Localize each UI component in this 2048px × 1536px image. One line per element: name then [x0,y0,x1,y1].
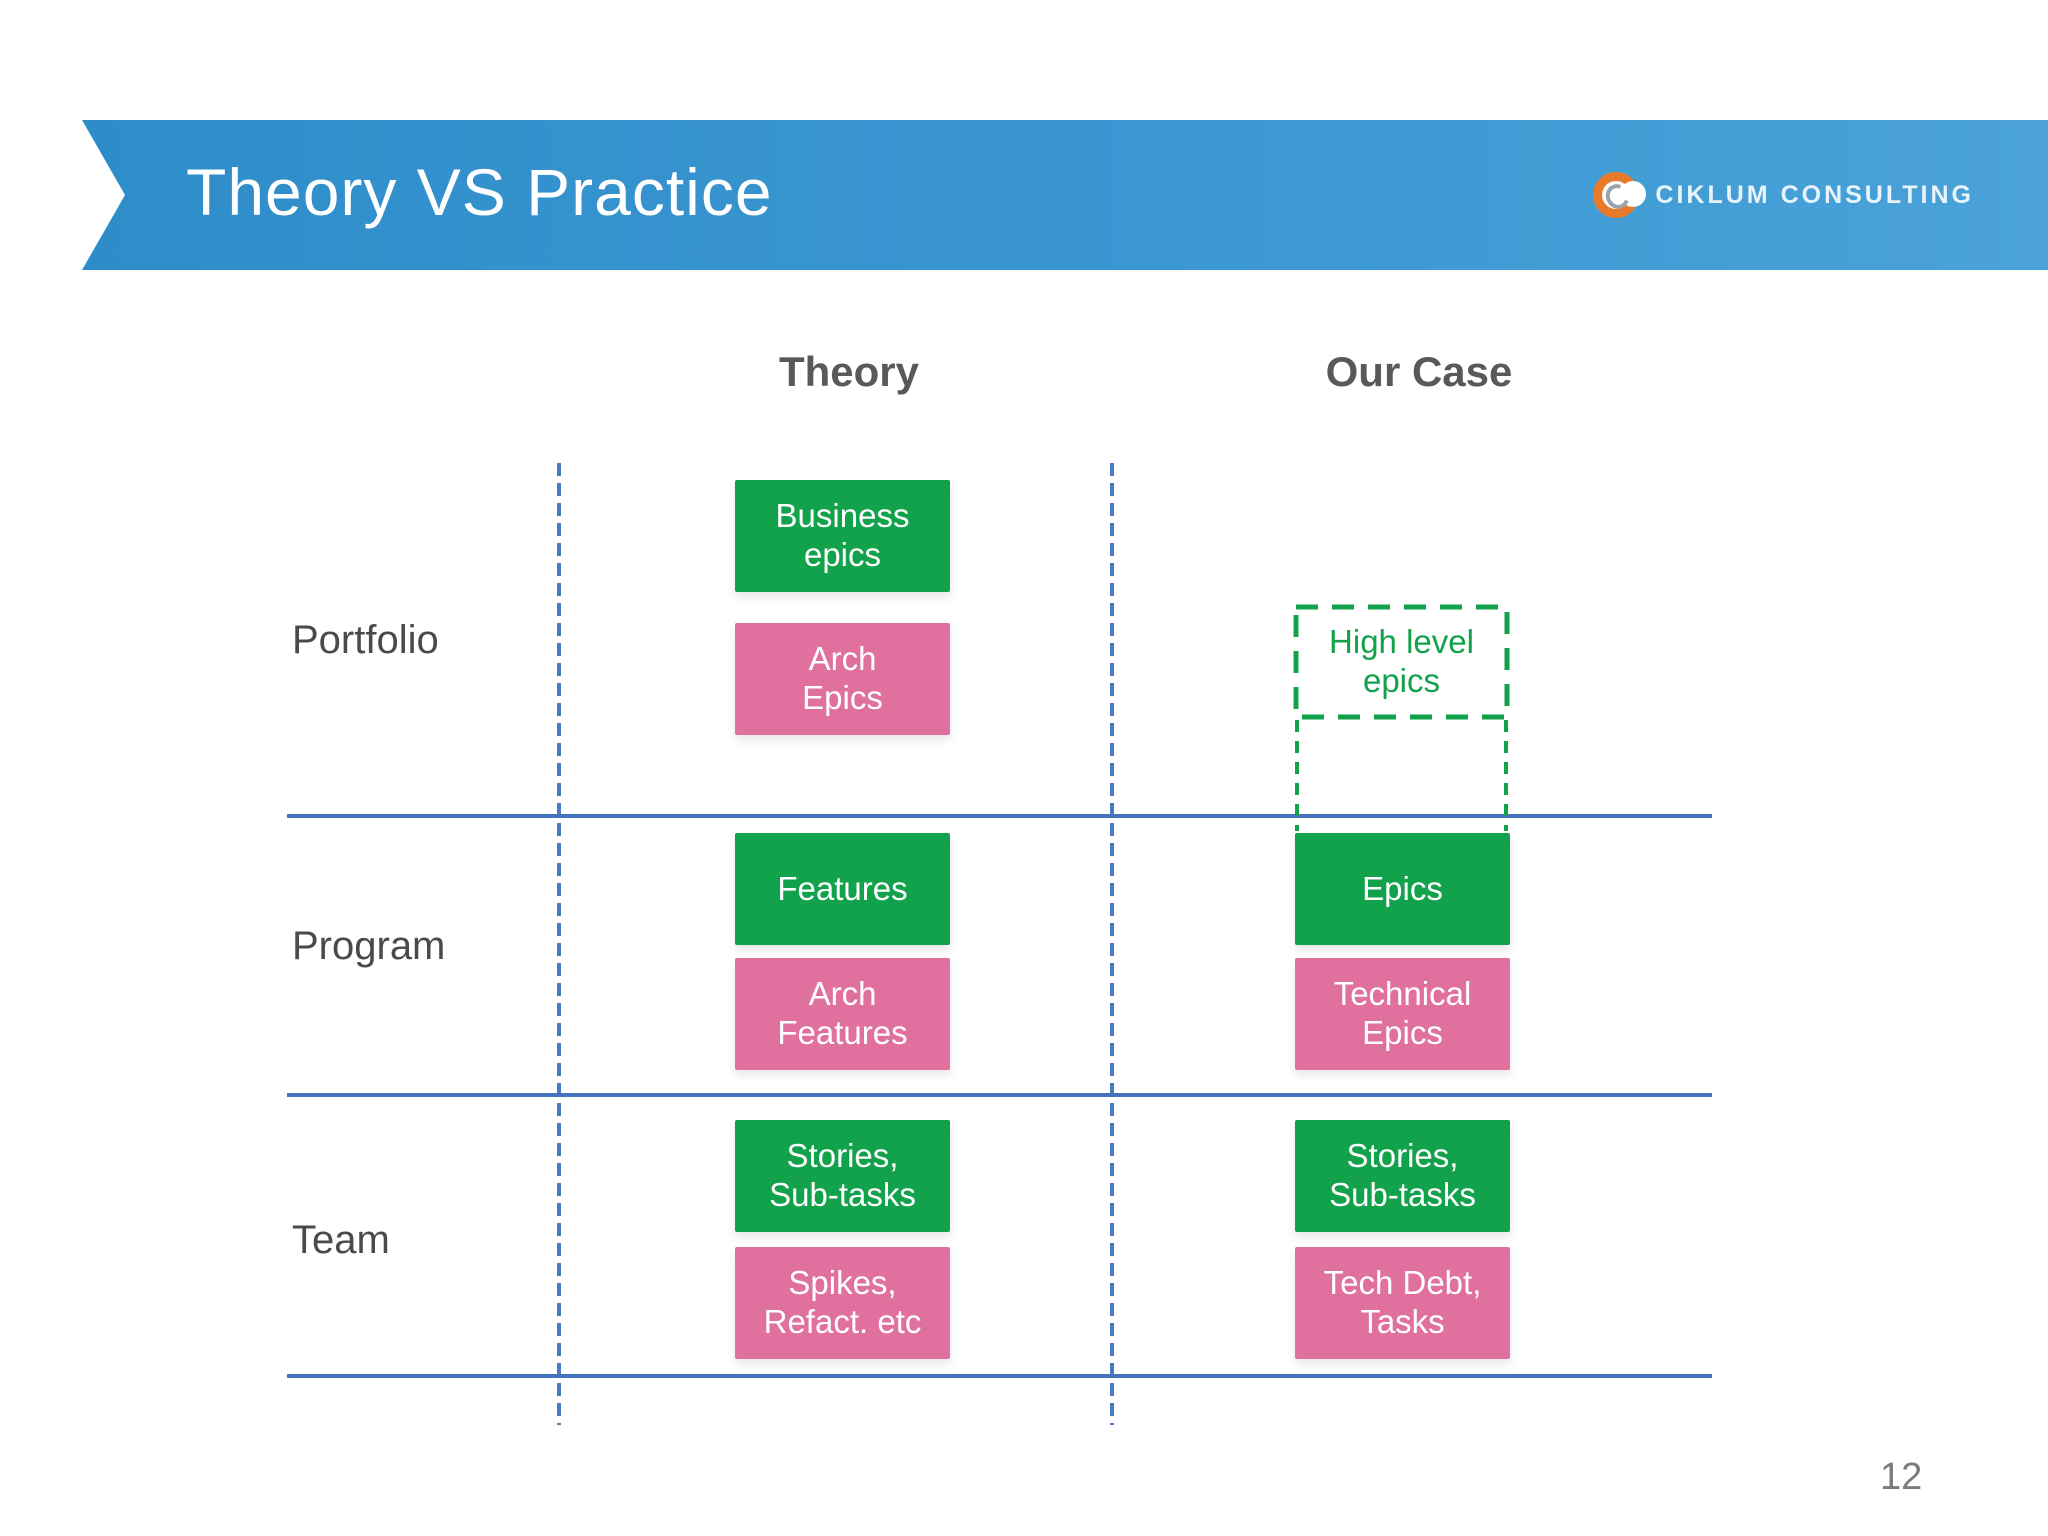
box-business-epics: Business epics [735,480,950,592]
logo-bite [1620,181,1647,207]
column-header-theory: Theory [778,348,920,395]
box-tech-debt-tasks: Tech Debt, Tasks [1295,1247,1510,1359]
title-banner: Theory VS Practice CIKLUM CONSULTING [82,120,2048,270]
dashed-connector-left [1295,720,1299,831]
row-label-team: Team [292,1218,390,1262]
box-technical-epics: Technical Epics [1295,958,1510,1070]
dashed-divider-our-case [1110,463,1114,1425]
row-label-program: Program [292,924,446,968]
high-level-epics-label: High level epics [1329,623,1474,699]
row-divider-program-team [287,1093,1712,1097]
row-divider-bottom [287,1374,1712,1378]
page-number: 12 [1880,1456,1923,1498]
dashed-connector-right [1504,720,1508,831]
box-stories-subtasks-our-case: Stories, Sub-tasks [1295,1120,1510,1232]
box-features: Features [735,833,950,945]
brand-logo: CIKLUM CONSULTING [1593,172,1974,218]
dashed-divider-theory [557,463,561,1425]
box-arch-epics: Arch Epics [735,623,950,735]
row-divider-portfolio-program [287,814,1712,818]
box-high-level-epics: High level epics [1293,604,1510,720]
box-spikes-refact: Spikes, Refact. etc [735,1247,950,1359]
column-header-our-case: Our Case [1325,348,1513,395]
slide-title: Theory VS Practice [186,154,773,229]
row-label-portfolio: Portfolio [292,618,439,662]
brand-name: CIKLUM CONSULTING [1655,180,1974,209]
box-arch-features: Arch Features [735,958,950,1070]
dashed-border [1293,604,1510,720]
ciklum-logo-icon [1593,172,1647,218]
box-epics: Epics [1295,833,1510,945]
box-stories-subtasks-theory: Stories, Sub-tasks [735,1120,950,1232]
